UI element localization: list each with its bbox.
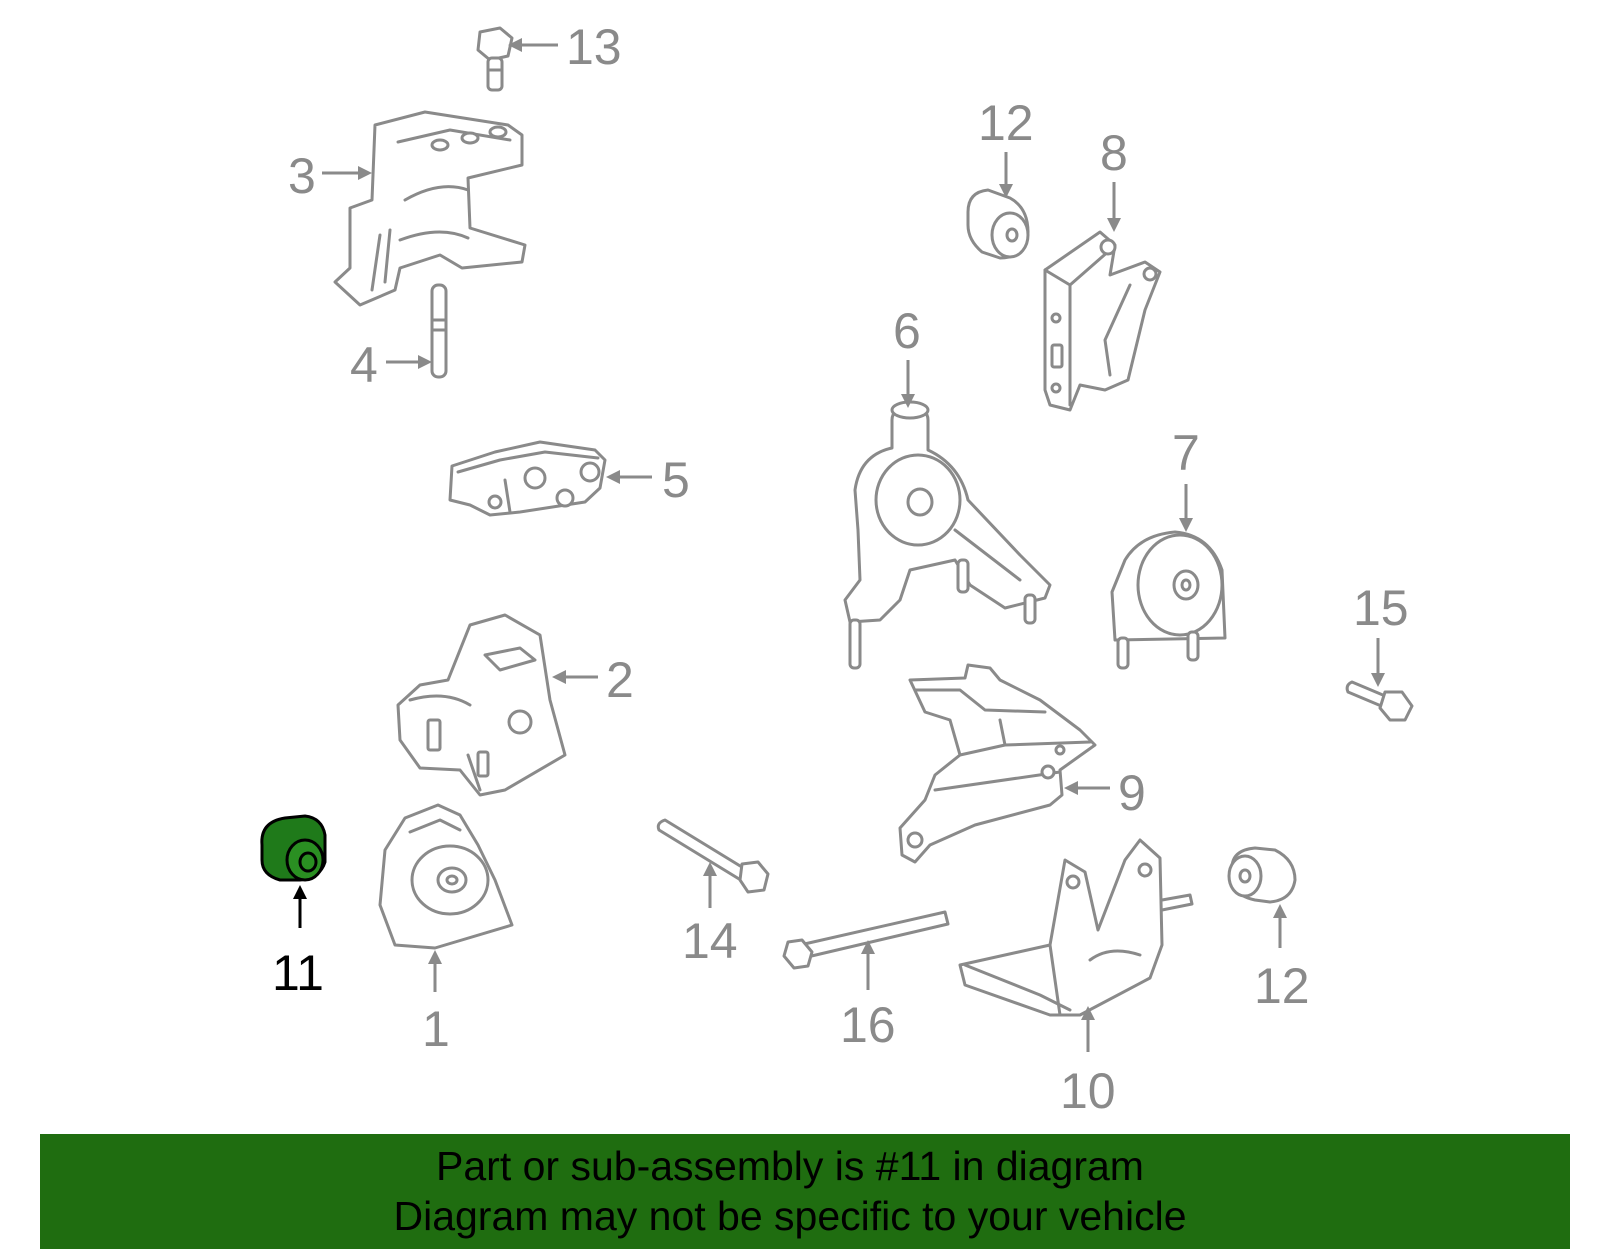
callout-1-label: 1 [422, 1001, 450, 1057]
callout-11: 11 [272, 885, 324, 1001]
part-11-bushing-highlighted[interactable] [260, 814, 327, 882]
callout-4-label: 4 [350, 337, 378, 393]
part-9-bracket[interactable] [898, 663, 1097, 864]
part-6-mount[interactable] [843, 400, 1052, 670]
callout-10: 10 [1060, 1006, 1116, 1119]
callout-12-top: 12 [978, 95, 1034, 198]
callout-1: 1 [422, 950, 450, 1057]
callout-6: 6 [893, 303, 921, 408]
part-3-mount-bracket[interactable] [333, 110, 527, 307]
callout-10-label: 10 [1060, 1063, 1116, 1119]
banner-line-2: Diagram may not be specific to your vehi… [393, 1193, 1187, 1239]
callout-9-label: 9 [1118, 765, 1146, 821]
callout-14-label: 14 [682, 913, 738, 969]
part-12-bushing-bottom[interactable] [1227, 846, 1297, 904]
callout-3-label: 3 [288, 148, 316, 204]
callout-6-label: 6 [893, 303, 921, 359]
banner-line-1: Part or sub-assembly is #11 in diagram [436, 1143, 1144, 1189]
callout-2-label: 2 [606, 652, 634, 708]
part-1-lower-mount[interactable] [378, 803, 514, 950]
callout-13: 13 [508, 19, 622, 75]
callout-11-label: 11 [272, 945, 324, 1001]
callout-5: 5 [606, 452, 690, 508]
callout-12-bottom-label: 12 [1254, 958, 1310, 1014]
part-13-bolt[interactable] [476, 26, 514, 92]
part-8-bracket[interactable] [1043, 230, 1162, 412]
info-banner: Part or sub-assembly is #11 in diagram D… [40, 1134, 1570, 1249]
callout-16: 16 [840, 940, 896, 1053]
part-5-bracket[interactable] [448, 440, 607, 517]
callout-16-label: 16 [840, 997, 896, 1053]
callout-9: 9 [1064, 765, 1146, 821]
part-4-stud[interactable] [430, 283, 448, 379]
part-14-bolt[interactable] [656, 818, 770, 894]
callout-7-label: 7 [1172, 425, 1200, 481]
callout-4: 4 [350, 337, 432, 393]
callout-12-top-label: 12 [978, 95, 1034, 151]
callout-15-label: 15 [1353, 580, 1409, 636]
callout-13-label: 13 [566, 19, 622, 75]
callout-5-label: 5 [662, 452, 690, 508]
callout-8-label: 8 [1100, 125, 1128, 181]
callout-8: 8 [1100, 125, 1128, 232]
callout-12-bottom: 12 [1254, 904, 1310, 1014]
part-16-bolt[interactable] [782, 910, 950, 970]
part-10-lower-bracket[interactable] [958, 838, 1194, 1017]
part-15-bolt[interactable] [1345, 680, 1414, 722]
part-12-bushing-top[interactable] [966, 188, 1030, 260]
part-2-engine-mount[interactable] [396, 613, 567, 797]
callout-15: 15 [1353, 580, 1409, 687]
part-7-mount[interactable] [1110, 530, 1227, 670]
callout-7: 7 [1172, 425, 1200, 532]
callout-2: 2 [552, 652, 634, 708]
callout-3: 3 [288, 148, 372, 204]
callout-14: 14 [682, 862, 738, 969]
